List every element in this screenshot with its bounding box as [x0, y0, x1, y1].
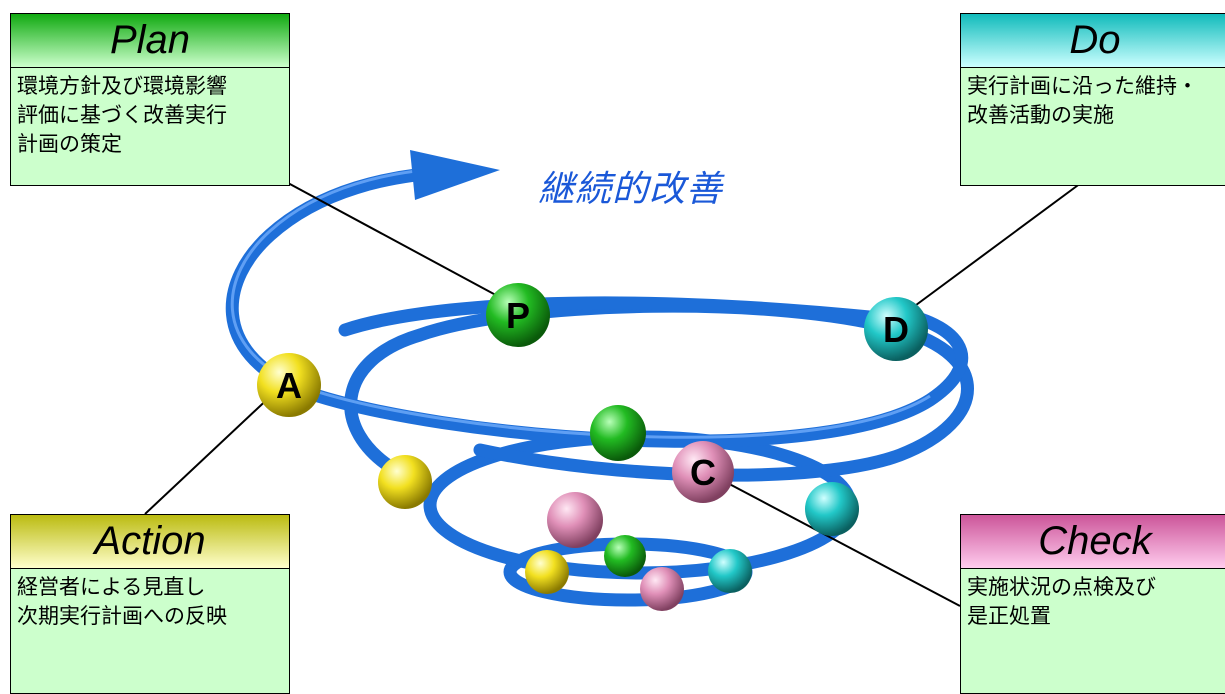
ball-green-middle: [590, 405, 646, 461]
connector-lines: [144, 179, 1086, 607]
spiral-coil-outer-back: [338, 296, 887, 337]
spiral-coil-outer-front: [293, 303, 968, 448]
spiral-tube: [225, 165, 974, 607]
connector-check: [717, 477, 961, 607]
plan-description: 環境方針及び環境影響 評価に基づく改善実行 計画の策定: [17, 74, 227, 156]
do-box: Do 実行計画に沿った維持・ 改善活動の実施: [960, 13, 1225, 186]
marker-do-letter: D: [883, 309, 909, 350]
action-heading: Action: [11, 515, 289, 569]
marker-action-letter: A: [276, 365, 302, 406]
plan-heading: Plan: [11, 14, 289, 68]
marker-check: C: [672, 441, 734, 503]
ball-cyan-inner: [708, 549, 752, 593]
plan-box: Plan 環境方針及び環境影響 評価に基づく改善実行 計画の策定: [10, 13, 290, 186]
ball-cyan-middle: [805, 482, 859, 536]
ball-yellow-middle: [378, 455, 432, 509]
marker-action: A: [257, 353, 321, 417]
check-box: Check 実施状況の点検及び 是正処置: [960, 514, 1225, 694]
ball-yellow-inner: [525, 550, 569, 594]
marker-do: D: [864, 297, 928, 361]
diagram-title: 継続的改善: [538, 169, 724, 210]
spiral-coil-rising: [225, 165, 457, 397]
spiral-arrowhead: [410, 150, 500, 200]
ball-green-inner: [604, 535, 646, 577]
connector-action: [144, 391, 276, 515]
marker-plan-letter: P: [506, 295, 530, 336]
connector-plan: [287, 182, 506, 301]
action-description: 経営者による見直し 次期実行計画への反映: [17, 575, 227, 628]
action-box: Action 経営者による見直し 次期実行計画への反映: [10, 514, 290, 694]
do-heading: Do: [961, 14, 1225, 68]
marker-check-letter: C: [690, 452, 716, 493]
do-description: 実行計画に沿った維持・ 改善活動の実施: [967, 74, 1198, 127]
connector-do: [911, 179, 1086, 309]
ball-pink-middle: [547, 492, 603, 548]
check-description: 実施状況の点検及び 是正処置: [967, 575, 1156, 628]
check-heading: Check: [961, 515, 1225, 569]
ball-pink-inner: [640, 567, 684, 611]
marker-plan: P: [486, 283, 550, 347]
